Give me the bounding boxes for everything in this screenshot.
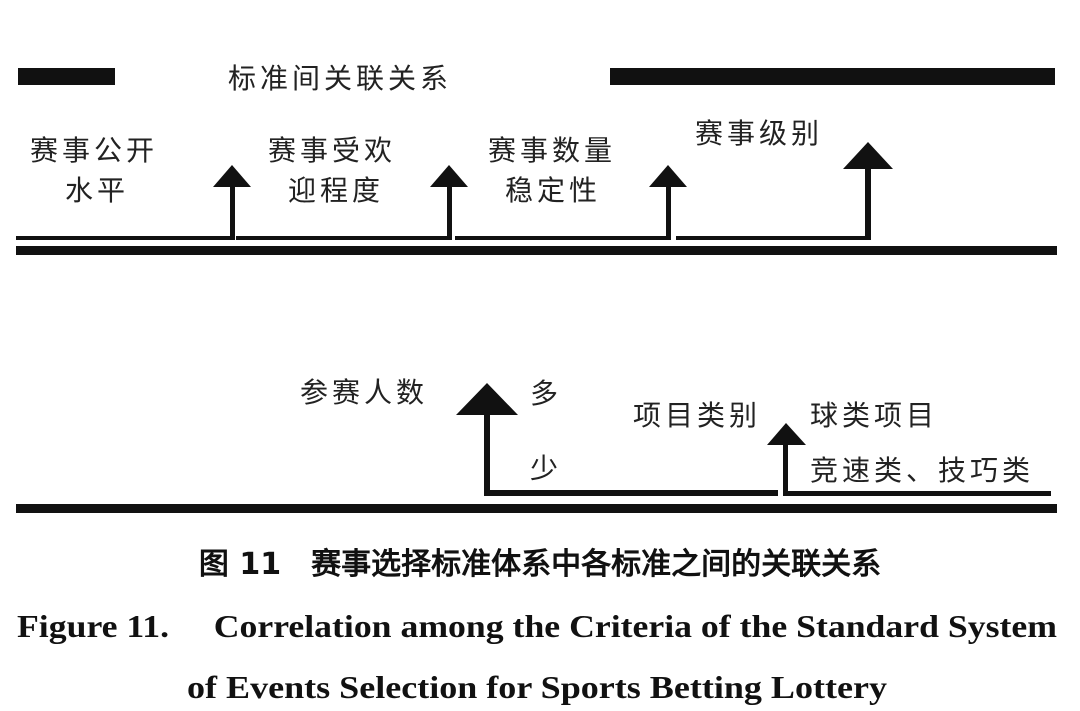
- caption-en-line1: Figure 11. Correlation among the Criteri…: [17, 608, 1057, 644]
- category-arrow: [767, 423, 1051, 496]
- more-label: 多: [530, 377, 562, 410]
- criterion-level: 赛事级别: [695, 117, 823, 150]
- top-step-line: [16, 236, 871, 240]
- arrow-up-icon: [213, 165, 251, 240]
- speed-skill-label: 竞速类、技巧类: [810, 454, 1034, 487]
- bottom-baseline: [16, 504, 1057, 513]
- caption-en-line2: of Events Selection for Sports Betting L…: [187, 669, 887, 705]
- arrow-up-icon: [649, 165, 687, 240]
- participants-label: 参赛人数: [300, 376, 428, 409]
- criterion-openness: 水平: [65, 174, 129, 207]
- header-bar-right: [610, 68, 1055, 85]
- participants-arrow: [456, 383, 778, 496]
- ball-sports-label: 球类项目: [810, 399, 938, 432]
- arrow-up-icon: [430, 165, 468, 240]
- category-label: 项目类别: [633, 399, 761, 432]
- diagram-title: 标准间关联关系: [228, 62, 452, 95]
- criterion-popularity: 迎程度: [288, 174, 384, 207]
- caption-cn: 图 11 赛事选择标准体系中各标准之间的关联关系: [199, 547, 881, 582]
- criterion-stability: 赛事数量: [488, 134, 616, 167]
- less-label: 少: [530, 452, 562, 485]
- arrow-up-icon: [843, 142, 893, 240]
- criterion-openness: 赛事公开: [30, 134, 158, 167]
- top-baseline: [16, 246, 1057, 255]
- header-bar-left: [18, 68, 115, 85]
- criterion-popularity: 赛事受欢: [268, 134, 396, 167]
- criterion-stability: 稳定性: [505, 174, 601, 207]
